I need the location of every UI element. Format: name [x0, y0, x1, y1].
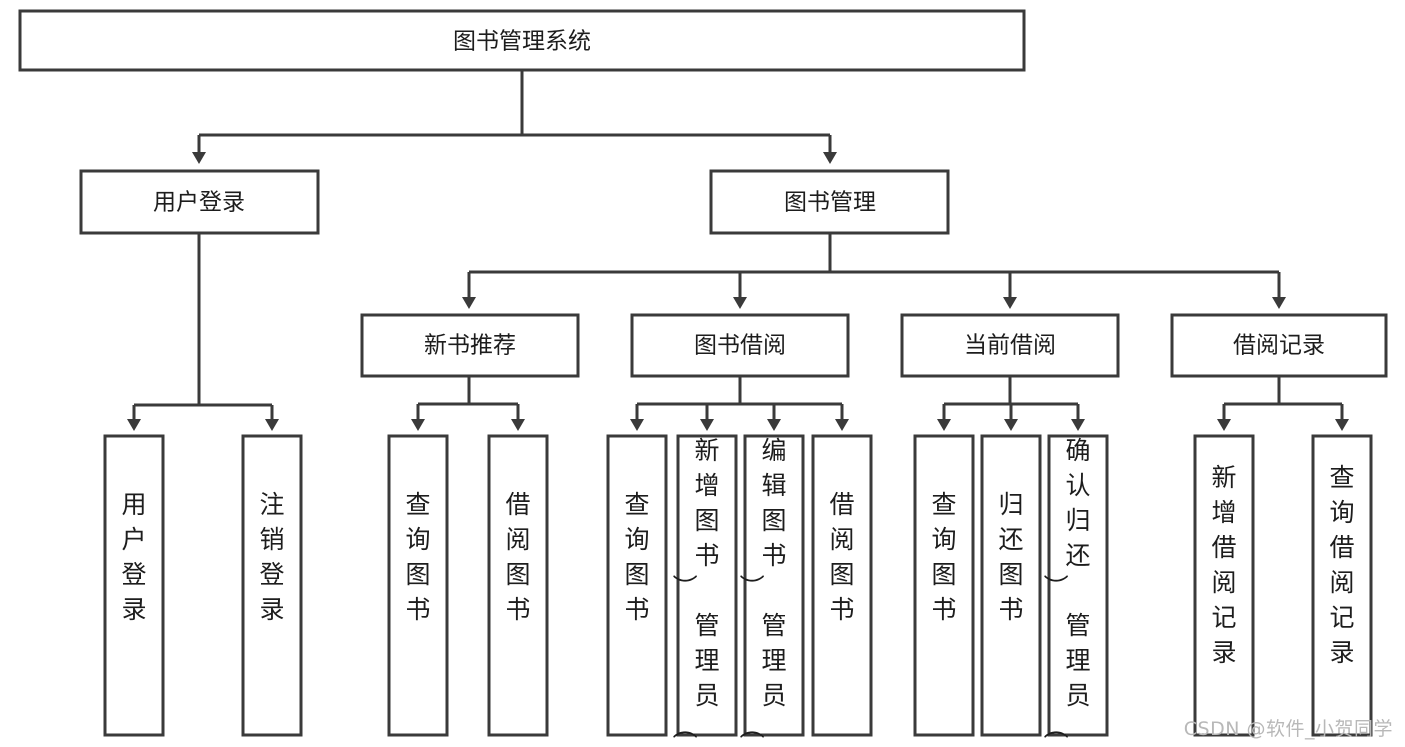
node-leaf-edit-book-admin[interactable]: 编辑图书（管理员）	[738, 434, 805, 739]
node-leaf-query-borrow-record[interactable]: 查询借阅记录	[1311, 434, 1373, 737]
node-leaf-borrow-book-2-label: 借阅图书	[829, 490, 854, 624]
node-new-book-recommend-box[interactable]	[360, 313, 580, 378]
node-leaf-query-book-1-box[interactable]	[387, 434, 449, 737]
node-leaf-return-book[interactable]: 归还图书	[980, 434, 1042, 737]
connector-group-user-login	[127, 233, 279, 431]
node-leaf-return-book-box[interactable]	[980, 434, 1042, 737]
node-leaf-edit-book-admin-label: 编辑图书（管理员）	[738, 436, 786, 739]
connector-group-book-borrow	[630, 376, 849, 431]
node-leaf-query-book-3[interactable]: 查询图书	[913, 434, 975, 737]
node-leaf-edit-book-admin-box[interactable]	[743, 434, 805, 737]
node-leaf-query-book-3-box[interactable]	[913, 434, 975, 737]
node-current-borrow-box[interactable]	[900, 313, 1120, 378]
node-leaf-query-borrow-record-label: 查询借阅记录	[1329, 463, 1354, 667]
node-user-login-box[interactable]	[79, 169, 320, 235]
node-book-borrow-box[interactable]	[630, 313, 850, 378]
node-leaf-add-borrow-record[interactable]: 新增借阅记录	[1193, 434, 1255, 737]
node-leaf-query-book-1[interactable]: 查询图书	[387, 434, 449, 737]
node-leaf-query-book-2-label: 查询图书	[624, 490, 649, 624]
node-leaf-add-book-admin-label: 新增图书（管理员）	[671, 436, 719, 739]
node-leaf-logout-box[interactable]	[241, 434, 303, 737]
node-leaf-user-login-label: 用户登录	[121, 490, 146, 624]
node-leaf-return-book-label: 归还图书	[998, 490, 1023, 624]
node-leaf-add-borrow-record-box[interactable]	[1193, 434, 1255, 737]
node-leaf-query-book-1-label: 查询图书	[405, 490, 430, 624]
node-leaf-borrow-book-1[interactable]: 借阅图书	[487, 434, 549, 737]
node-leaf-borrow-book-2[interactable]: 借阅图书	[811, 434, 873, 737]
node-book-borrow[interactable]: 图书借阅	[630, 313, 850, 378]
node-book-manage-label: 图书管理	[784, 190, 876, 216]
node-leaf-query-borrow-record-box[interactable]	[1311, 434, 1373, 737]
node-leaf-confirm-return-admin-box[interactable]	[1047, 434, 1109, 737]
node-root-label: 图书管理系统	[453, 29, 591, 55]
node-leaf-user-login-box[interactable]	[103, 434, 165, 737]
node-root[interactable]: 图书管理系统	[18, 9, 1026, 72]
node-user-login-label: 用户登录	[153, 190, 245, 216]
node-user-login[interactable]: 用户登录	[79, 169, 320, 235]
node-current-borrow[interactable]: 当前借阅	[900, 313, 1120, 378]
node-borrow-record-box[interactable]	[1170, 313, 1388, 378]
node-leaf-borrow-book-2-box[interactable]	[811, 434, 873, 737]
connector-group-new-book-recommend	[411, 376, 525, 431]
node-root-box[interactable]	[18, 9, 1026, 72]
node-book-manage[interactable]: 图书管理	[709, 169, 950, 235]
node-borrow-record-label: 借阅记录	[1233, 333, 1325, 359]
node-leaf-borrow-book-1-box[interactable]	[487, 434, 549, 737]
node-new-book-recommend[interactable]: 新书推荐	[360, 313, 580, 378]
connector-group-borrow-record	[1217, 376, 1349, 431]
node-leaf-borrow-book-1-label: 借阅图书	[505, 490, 530, 624]
connector-group-current-borrow	[937, 376, 1085, 431]
node-leaf-add-borrow-record-label: 新增借阅记录	[1211, 463, 1236, 667]
node-new-book-recommend-label: 新书推荐	[424, 333, 516, 359]
connector-group-root	[192, 70, 837, 164]
node-leaf-confirm-return-admin[interactable]: 确认归还（管理员）	[1042, 434, 1109, 739]
connector-group-book-manage	[462, 232, 1286, 309]
node-leaf-query-book-2[interactable]: 查询图书	[606, 434, 668, 737]
node-book-borrow-label: 图书借阅	[694, 333, 786, 359]
node-leaf-logout-label: 注销登录	[259, 490, 284, 624]
node-current-borrow-label: 当前借阅	[964, 333, 1056, 359]
node-leaf-user-login[interactable]: 用户登录	[103, 434, 165, 737]
node-leaf-confirm-return-admin-label: 确认归还（管理员）	[1042, 436, 1090, 739]
node-leaf-query-book-3-label: 查询图书	[931, 490, 956, 624]
node-leaf-query-book-2-box[interactable]	[606, 434, 668, 737]
node-book-manage-box[interactable]	[709, 169, 950, 235]
node-leaf-logout[interactable]: 注销登录	[241, 434, 303, 737]
node-leaf-add-book-admin[interactable]: 新增图书（管理员）	[671, 434, 738, 739]
node-leaf-add-book-admin-box[interactable]	[676, 434, 738, 737]
node-borrow-record[interactable]: 借阅记录	[1170, 313, 1388, 378]
